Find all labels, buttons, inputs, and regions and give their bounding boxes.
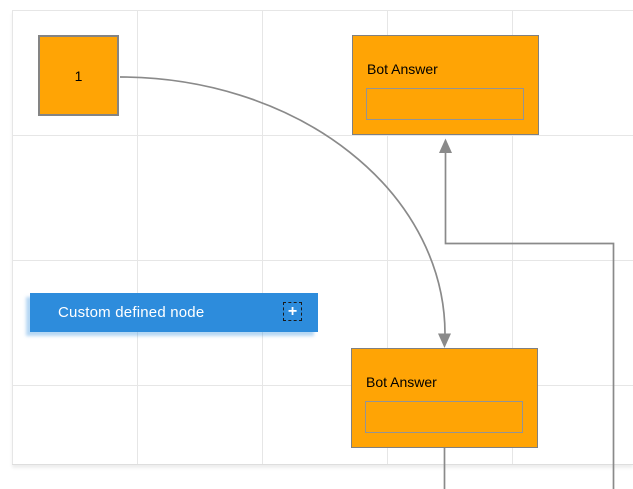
connector-elbow-to-top[interactable] xyxy=(439,138,615,489)
connector-curve-start-to-bottom[interactable] xyxy=(119,76,451,348)
bot-answer-input[interactable] xyxy=(365,401,523,433)
arrowhead-down-icon xyxy=(438,333,451,348)
custom-node-label: Custom defined node xyxy=(58,304,205,321)
bot-answer-node-bottom[interactable]: Bot Answer xyxy=(351,348,538,448)
arrowhead-up-icon xyxy=(439,138,452,153)
plus-icon: + xyxy=(287,303,298,320)
bot-answer-title: Bot Answer xyxy=(367,61,438,77)
bot-answer-node-top[interactable]: Bot Answer xyxy=(352,35,539,135)
bot-answer-input[interactable] xyxy=(366,88,524,120)
custom-defined-node[interactable]: Custom defined node + xyxy=(30,293,318,332)
start-node-label: 1 xyxy=(74,67,83,84)
add-node-button[interactable]: + xyxy=(283,302,302,321)
bot-answer-title: Bot Answer xyxy=(366,374,437,390)
start-node[interactable]: 1 xyxy=(38,35,119,116)
